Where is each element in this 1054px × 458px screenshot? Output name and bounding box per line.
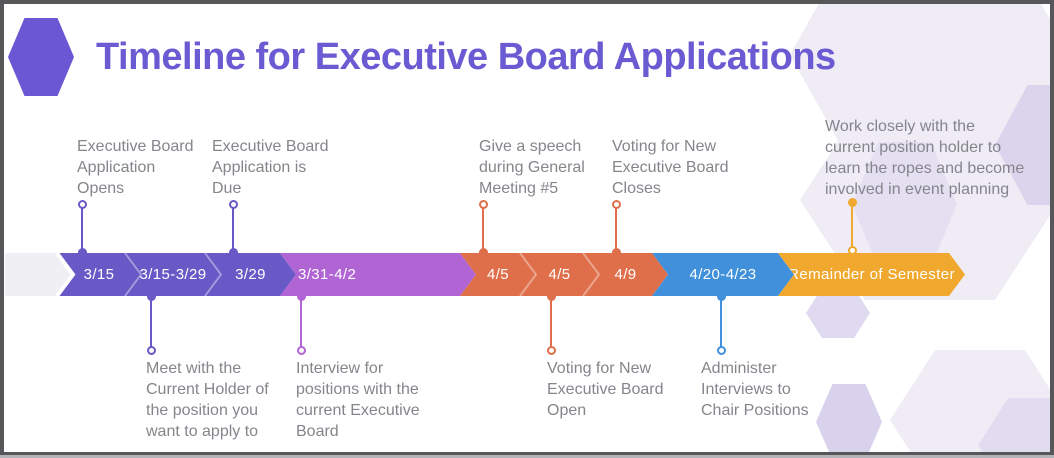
callout-dot-interview-positions [296, 292, 306, 301]
callout-line-administer-interviews [720, 298, 722, 348]
timeline-segment-Remainder of Semester: Remainder of Semester [778, 253, 965, 296]
timeline-segment-3/31-4/2: 3/31-4/2 [280, 253, 476, 296]
callout-line-meet-current-holder [150, 298, 152, 348]
callout-line-voting-open [550, 298, 552, 348]
callout-dot-application-due [228, 248, 238, 257]
callout-text-application-due: Executive Board Application is Due [212, 138, 329, 197]
callout-ring-application-opens [77, 200, 87, 209]
callout-ring-voting-open [546, 346, 556, 355]
callout-ring-speech-meeting-5 [478, 200, 488, 209]
callout-dot-application-opens [77, 248, 87, 257]
timeline-segment-4/20-4/23: 4/20-4/23 [652, 253, 794, 296]
timeline-segment-label: 3/29 [235, 266, 266, 283]
callout-text-application-opens: Executive Board Application Opens [77, 138, 194, 197]
callout-line-voting-closes [615, 208, 617, 250]
callout-ring-voting-closes [611, 200, 621, 209]
segment-separators [55, 253, 601, 296]
callout-line-work-with-holder [851, 205, 853, 248]
callout-dot-administer-interviews [716, 292, 726, 301]
callout-dot-work-with-holder [847, 198, 857, 207]
callout-dot-speech-meeting-5 [478, 248, 488, 257]
timeline-segment-label: 4/9 [614, 266, 637, 283]
callout-text-speech-meeting-5: Give a speech during General Meeting #5 [479, 138, 585, 197]
timeline-segment-3/15-3/29: 3/15-3/29 [125, 253, 221, 296]
timeline-segment-label: Remainder of Semester [788, 266, 955, 283]
callout-ring-work-with-holder [847, 246, 857, 255]
callout-line-application-due [232, 208, 234, 250]
timeline-segment-label: 3/15-3/29 [139, 266, 207, 283]
timeline-segment-label: 4/5 [548, 266, 571, 283]
callout-text-voting-closes: Voting for New Executive Board Closes [612, 138, 729, 197]
page-title: Timeline for Executive Board Application… [96, 36, 836, 78]
callout-dot-meet-current-holder [146, 292, 156, 301]
callout-line-speech-meeting-5 [482, 208, 484, 250]
callout-text-interview-positions: Interview for positions with the current… [296, 360, 420, 440]
callout-dot-voting-open [546, 292, 556, 301]
timeline-segment-label: 4/20-4/23 [689, 266, 757, 283]
callout-text-voting-open: Voting for New Executive Board Open [547, 360, 664, 419]
timeline-segment-label: 3/31-4/2 [298, 266, 357, 283]
callout-line-interview-positions [300, 298, 302, 348]
callout-ring-application-due [228, 200, 238, 209]
callout-ring-meet-current-holder [146, 346, 156, 355]
callout-text-meet-current-holder: Meet with the Current Holder of the posi… [146, 360, 269, 440]
callout-ring-administer-interviews [716, 346, 726, 355]
callout-line-application-opens [81, 208, 83, 250]
callout-ring-interview-positions [296, 346, 306, 355]
callout-text-work-with-holder: Work closely with the current position h… [825, 118, 1025, 198]
callout-text-administer-interviews: Administer Interviews to Chair Positions [701, 360, 809, 419]
hexagon-logo-icon [8, 18, 74, 96]
callout-dot-voting-closes [611, 248, 621, 257]
timeline-segment-label: 3/15 [83, 266, 115, 283]
timeline-segment-label: 4/5 [486, 266, 510, 283]
timeline-bar: 3/15 3/15-3/29 3/29 3/31-4/2 4/5 4/5 4/9 4/20-4… [0, 253, 1054, 296]
hexagon-decoration [806, 288, 870, 338]
